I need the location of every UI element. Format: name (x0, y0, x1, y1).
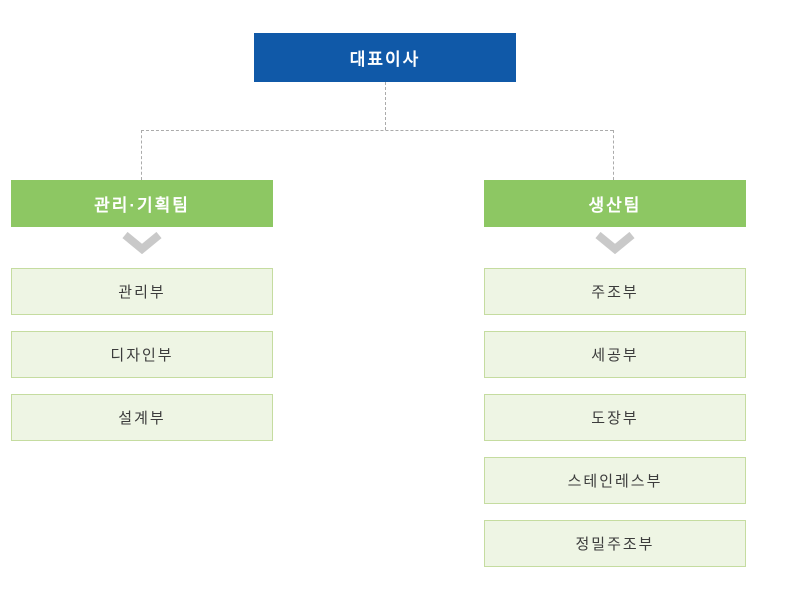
department-label: 디자인부 (110, 347, 174, 364)
department-label: 도장부 (591, 410, 639, 427)
org-node-department: 관리부 (11, 268, 273, 315)
connector-horizontal (141, 130, 613, 131)
connector-left-vertical (141, 130, 142, 180)
chevron-down-icon (595, 232, 635, 254)
department-label: 스테인레스부 (567, 473, 663, 490)
org-node-ceo: 대표이사 (254, 33, 516, 82)
chevron-down-icon (122, 232, 162, 254)
department-label: 관리부 (118, 284, 166, 301)
department-label: 세공부 (591, 347, 639, 364)
org-node-team-management: 관리·기획팀 (11, 180, 273, 227)
org-node-department: 정밀주조부 (484, 520, 746, 567)
department-label: 주조부 (591, 284, 639, 301)
org-node-team-production: 생산팀 (484, 180, 746, 227)
org-node-department: 세공부 (484, 331, 746, 378)
connector-ceo-vertical (385, 82, 386, 130)
org-node-department: 도장부 (484, 394, 746, 441)
department-label: 정밀주조부 (575, 536, 655, 553)
team-management-label: 관리·기획팀 (94, 196, 190, 215)
connector-right-vertical (613, 130, 614, 180)
org-node-ceo-label: 대표이사 (349, 50, 421, 69)
org-node-department: 스테인레스부 (484, 457, 746, 504)
department-label: 설계부 (118, 410, 166, 427)
team-production-label: 생산팀 (588, 196, 642, 215)
org-node-department: 설계부 (11, 394, 273, 441)
org-node-department: 주조부 (484, 268, 746, 315)
org-node-department: 디자인부 (11, 331, 273, 378)
